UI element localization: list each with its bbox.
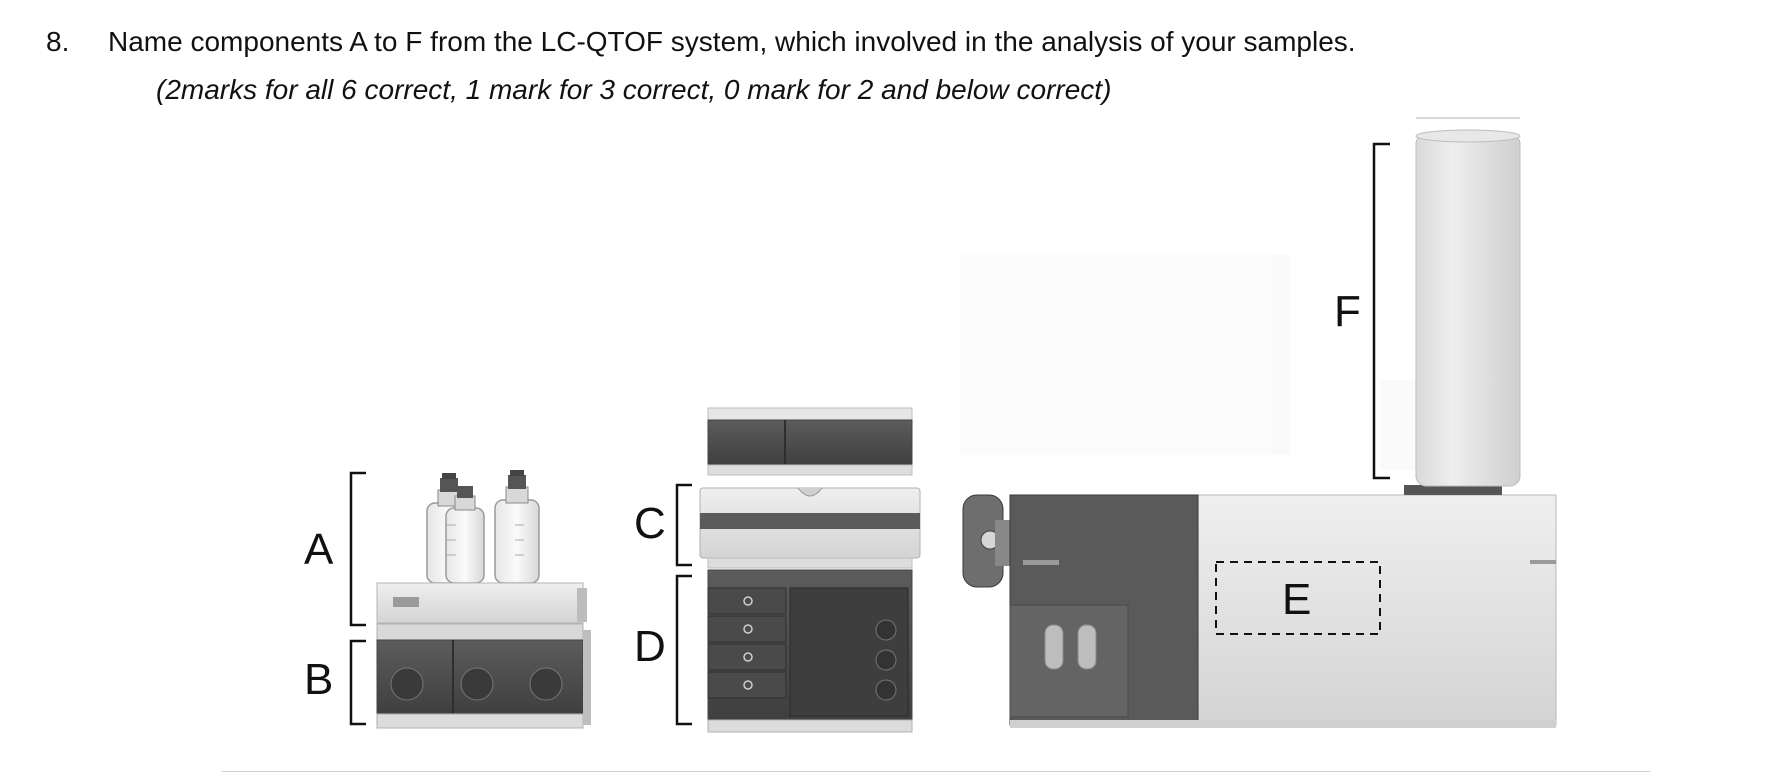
marks-note: (2marks for all 6 correct, 1 mark for 3 … <box>156 74 1112 105</box>
column-compartment <box>699 487 921 569</box>
label-b: B <box>304 655 334 704</box>
brackets <box>349 142 1390 726</box>
label-e: E <box>1282 575 1312 624</box>
bottom-divider <box>222 771 1650 772</box>
flight-tube <box>1404 117 1521 495</box>
question-text: Name components A to F from the LC-QTOF … <box>108 26 1356 57</box>
bracket-c <box>675 483 692 567</box>
question-number: 8. <box>46 26 70 57</box>
label-c: C <box>634 499 666 548</box>
e-dashed-box <box>1215 561 1381 635</box>
bracket-d <box>675 574 692 726</box>
label-d: D <box>634 622 666 671</box>
bracket-a <box>349 471 366 627</box>
label-a: A <box>304 525 334 574</box>
bracket-b <box>349 639 366 726</box>
solvent-tray <box>376 582 587 624</box>
pump-module <box>376 623 591 729</box>
autosampler-module <box>707 569 913 733</box>
mass-spectrometer-body <box>1009 494 1557 728</box>
label-f: F <box>1334 287 1361 336</box>
background-watermark <box>960 255 1470 470</box>
question-line: 8. Name components A to F from the LC-QTO… <box>46 26 1356 58</box>
ion-source <box>962 494 1015 588</box>
bracket-f <box>1372 142 1390 480</box>
top-module <box>707 407 913 476</box>
solvent-bottles <box>426 470 540 584</box>
